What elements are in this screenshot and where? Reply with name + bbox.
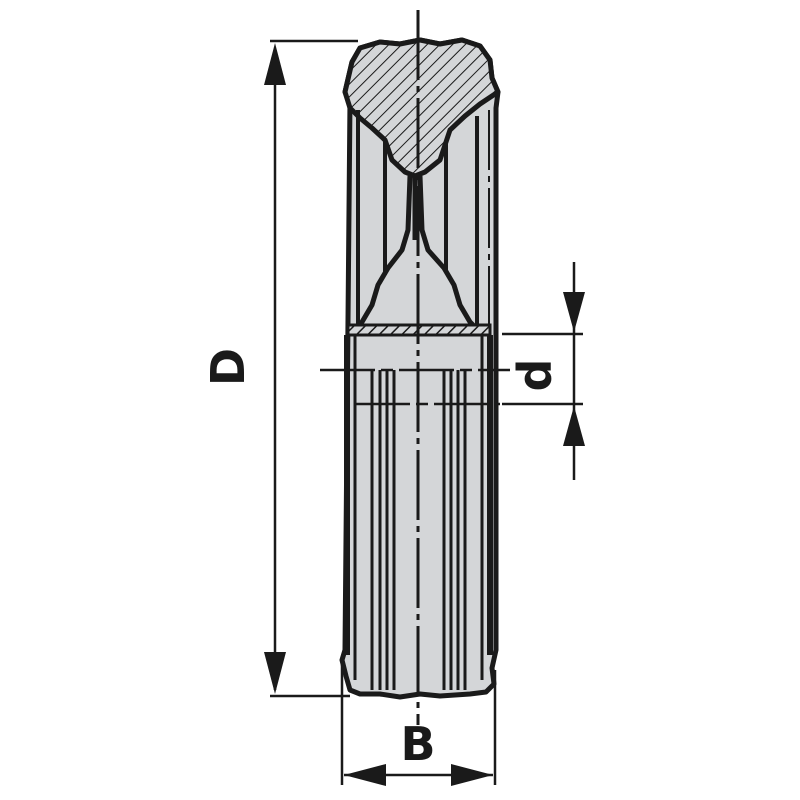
bore-lines [320,368,510,406]
dimension-d [502,262,585,480]
wheel-web-profile [353,175,480,332]
dimension-label-d: d [508,358,562,392]
dimension-B [340,658,497,786]
dimension-label-B: B [400,717,436,771]
hub-vertical-lines [344,335,493,690]
dimension-D [264,39,358,698]
dimension-label-D: D [201,347,255,387]
